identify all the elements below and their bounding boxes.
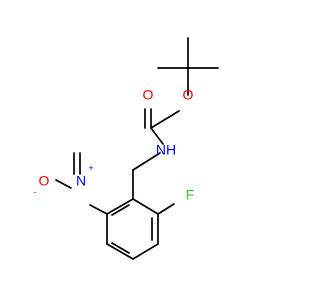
ring-bond-1 (132, 198, 159, 215)
structure-canvas: O O NH N + O - F (34, 37, 219, 260)
bond-ring-to-fluorine (157, 203, 175, 215)
bond-nitro-to-oxygen (55, 179, 72, 189)
ring-bond-3 (132, 243, 159, 260)
bond-ring-to-nitro (89, 204, 108, 215)
ring-double-c (111, 204, 130, 216)
nitro-oxygen-charge: - (34, 187, 37, 197)
bond-carbonyl-to-nh (150, 127, 164, 145)
nitro-nitrogen-label: N (76, 173, 86, 189)
amine-nitrogen-label: NH (156, 142, 176, 158)
molecule-drawing: O O NH N + O - F (34, 37, 219, 260)
ester-oxygen-label: O (183, 87, 194, 103)
ring-double-b (111, 242, 130, 254)
nitro-oxygen-label: O (39, 173, 50, 189)
bond-nh-to-ch2 (132, 152, 161, 171)
fluorine-label: F (186, 187, 195, 203)
carbonyl-oxygen-label: O (143, 87, 154, 103)
ring-bond-6 (106, 198, 134, 215)
nitro-nitrogen-charge: + (88, 163, 93, 173)
ring-bond-4 (106, 243, 134, 260)
bond-ester-oxygen-to-carbonyl (150, 110, 180, 129)
